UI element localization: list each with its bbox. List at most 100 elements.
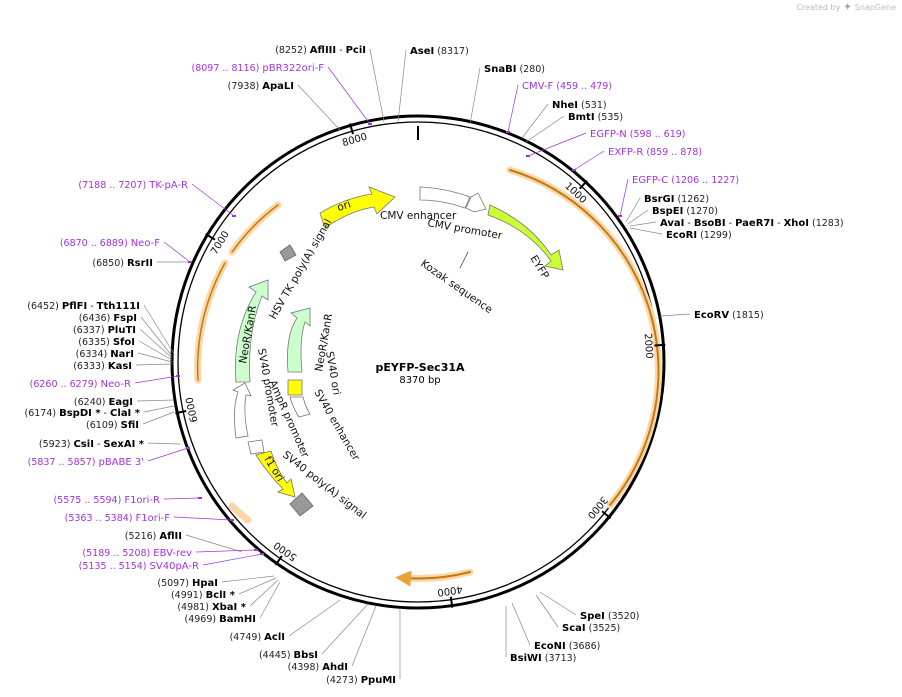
- feature-label-eyfp: EYFP: [527, 253, 551, 281]
- enzyme-label: (4398) AhdI: [288, 662, 348, 673]
- leader-line: [185, 534, 243, 553]
- enzyme-label: (4991) BclI *: [171, 590, 236, 601]
- feature-label-cmv-enhancer: CMV enhancer: [380, 210, 457, 222]
- enzyme-label: AseI (8317): [410, 46, 469, 57]
- primer-label: (7188 .. 7207) TK-pA-R: [78, 180, 188, 191]
- feature-sv40-ori: [287, 379, 303, 396]
- watermark-brand: SnapGene: [854, 3, 896, 12]
- plasmid-name: pEYFP-Sec31A: [375, 361, 465, 374]
- enzyme-label: (8252) AflIII - PciI: [275, 45, 366, 56]
- primer-label: (5135 .. 5154) SV40pA-R: [79, 561, 199, 572]
- enzyme-label: EcoNI (3686): [534, 641, 600, 652]
- tick-mark: [349, 123, 354, 135]
- leader-line: [511, 602, 531, 646]
- feature-cmv-enhancer: [419, 186, 471, 209]
- feature-sv40-enhancer: [289, 396, 311, 418]
- tick-label: 7000: [209, 229, 232, 256]
- leader-line: [221, 575, 275, 583]
- feature-eyfp: [487, 204, 564, 271]
- feature-labels: ori CMV enhancer CMV promoter Kozak sequ…: [237, 198, 551, 521]
- feature-sv40-promoter: [232, 382, 252, 439]
- enzyme-label: (6436) FspI: [79, 313, 137, 324]
- primer-label: (5363 .. 5384) F1ori-F: [65, 513, 171, 524]
- tick-mark: [654, 343, 666, 347]
- enzyme-label: (6850) RsrII: [92, 258, 153, 269]
- orf-arc-3: [228, 502, 252, 524]
- feature-hsv-tk-polya: [279, 244, 297, 262]
- primer-label: (5575 .. 5594) F1ori-R: [53, 495, 160, 506]
- enzyme-label: (7938) ApaLI: [228, 81, 294, 92]
- leader-line: [135, 363, 173, 366]
- leader-line: [521, 103, 549, 139]
- enzyme-label: AvaI - BsoBI - PaeR7I - XhoI (1283): [660, 218, 844, 229]
- leader-line: [351, 605, 377, 667]
- leader-line: [321, 603, 369, 655]
- feature-neor-1: [235, 279, 269, 383]
- tick-mark: [175, 410, 187, 415]
- enzyme-label: (6337) PluTI: [73, 325, 136, 336]
- leader-line: [138, 340, 173, 361]
- primer-label: (6870 .. 6889) Neo-F: [60, 238, 160, 249]
- enzyme-label: ScaI (3525): [562, 623, 620, 634]
- primer-leader: [195, 549, 257, 553]
- orf-arc-4-core: [196, 262, 226, 381]
- tick-mark: [205, 233, 216, 241]
- enzyme-label: (5923) CsiI - SexAI *: [39, 439, 145, 450]
- primer-label: EXFP-R (859 .. 878): [608, 147, 702, 158]
- leader-line: [525, 115, 565, 143]
- primer-leader: [202, 553, 263, 566]
- primer-leader: [327, 66, 371, 125]
- tick-label: 3000: [585, 494, 610, 521]
- primer-leader: [163, 497, 201, 500]
- leader-line: [137, 352, 173, 363]
- primer-leader: [191, 183, 235, 217]
- enzyme-label: (6452) PflFI - Tth111I: [27, 301, 140, 312]
- leader-line: [535, 594, 559, 628]
- feature-f1-ori: [255, 450, 296, 498]
- orf-arcs: [194, 166, 662, 587]
- tick-mark: [601, 510, 612, 519]
- primer-leader: [527, 132, 587, 157]
- leader-line: [142, 411, 175, 425]
- leader-line: [147, 442, 181, 445]
- primer-leader: [163, 241, 191, 263]
- enzyme-label: EcoRV (1815): [694, 310, 764, 321]
- enzyme-label: (4273) PpuMI: [326, 675, 396, 686]
- leader-line: [288, 599, 341, 637]
- leader-line: [249, 579, 279, 607]
- tick-label: 5000: [272, 539, 299, 563]
- label-layer: AseI (8317)SnaBI (280)NheI (531)BmtI (53…: [25, 45, 844, 686]
- enzyme-label: (4749) AclI: [230, 632, 285, 643]
- primer-leader: [619, 178, 629, 217]
- enzyme-label: (6335) SfoI: [78, 337, 135, 348]
- feature-label-kozak: Kozak sequence: [418, 258, 494, 316]
- snapgene-logo-icon: ✦: [843, 2, 852, 13]
- enzyme-label: BmtI (535): [568, 112, 623, 123]
- primer-label: EGFP-N (598 .. 619): [590, 129, 686, 140]
- primer-label: CMV-F (459 .. 479): [522, 81, 612, 92]
- tick-label: 4000: [437, 583, 464, 597]
- enzyme-label: (5216) AflII: [125, 531, 182, 542]
- leader-line: [397, 49, 407, 123]
- leader-line: [238, 577, 277, 595]
- leader-line: [539, 591, 577, 616]
- tick-label: 2000: [642, 333, 655, 359]
- kozak-pointer: [459, 251, 469, 269]
- enzyme-label: BsiWI (3713): [510, 653, 576, 664]
- enzyme-label: BspEI (1270): [652, 206, 718, 217]
- leader-line: [136, 399, 175, 402]
- orf-arc-1: [506, 166, 662, 509]
- primer-leader: [507, 84, 519, 133]
- leader-line: [469, 67, 481, 125]
- plasmid-size: 8370 bp: [399, 375, 440, 386]
- primer-leader: [147, 447, 189, 462]
- feature-ori: [319, 186, 396, 229]
- orf-arc-4: [194, 259, 229, 384]
- tick-mark: [449, 596, 454, 608]
- enzyme-label: EcoRI (1299): [666, 230, 732, 241]
- enzyme-label: (5097) HpaI: [157, 578, 218, 589]
- leader-line: [625, 197, 641, 223]
- tick-label: 6000: [184, 396, 200, 423]
- leader-line: [629, 221, 657, 227]
- leader-line: [143, 405, 175, 413]
